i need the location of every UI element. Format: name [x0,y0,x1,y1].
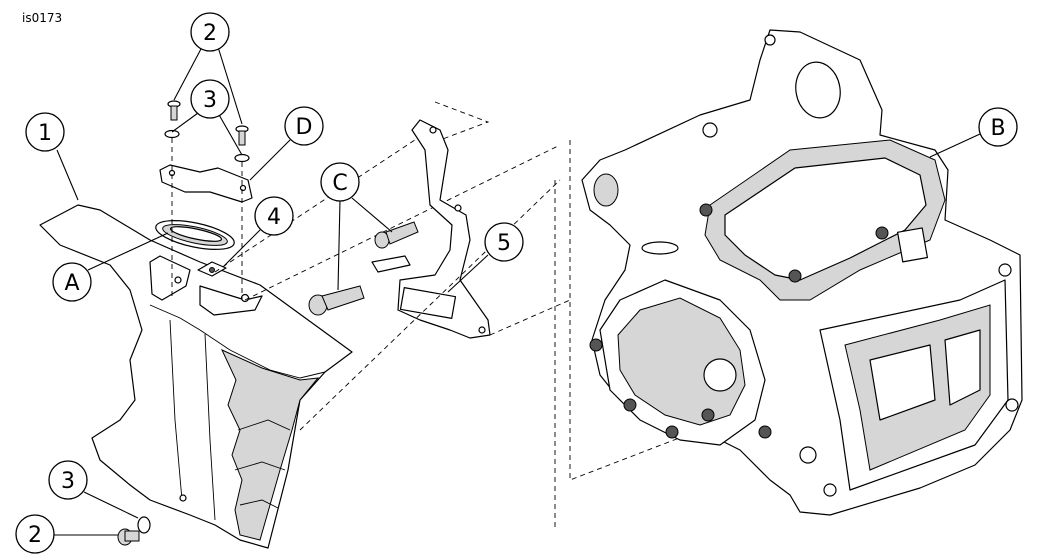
svg-text:3: 3 [203,88,217,113]
top-washer-left [164,129,180,139]
bottom-screw [117,528,140,546]
heat-shield [39,204,353,549]
callout-A: A [52,262,92,302]
svg-text:2: 2 [203,21,217,46]
top-washer-right [234,153,250,163]
leader-lines [54,46,981,536]
clip-nut [197,261,227,277]
callout-D: D [284,106,324,146]
callout-B: B [978,107,1018,147]
figure-id-label: is0173 [22,11,63,25]
cover-plate [159,164,253,203]
callout-2-top: 2 [190,12,230,52]
svg-text:D: D [296,115,313,140]
svg-text:3: 3 [61,469,75,494]
callout-3-bottom: 3 [48,460,88,500]
svg-text:C: C [332,171,347,196]
bracket [371,119,491,339]
callout-3-top: 3 [190,79,230,119]
grommet [155,220,235,250]
callout-1: 1 [25,112,65,152]
svg-text:4: 4 [267,205,281,230]
top-screw-right [235,125,249,146]
top-screw-left [167,100,181,121]
bottom-washer [137,516,151,534]
callout-2-bottom: 2 [15,514,55,554]
bolt-lower [308,285,365,316]
callout-C: C [320,162,360,202]
alignment-lines-right [299,101,701,528]
bolt-upper [374,221,419,249]
svg-text:1: 1 [38,121,52,146]
svg-text:5: 5 [497,231,511,256]
callout-4: 4 [254,196,294,236]
transmission-housing [581,29,1023,516]
callout-5: 5 [484,222,524,262]
alignment-lines-left [171,129,561,301]
svg-text:A: A [64,271,79,296]
svg-text:B: B [990,116,1005,141]
svg-text:2: 2 [28,523,42,548]
